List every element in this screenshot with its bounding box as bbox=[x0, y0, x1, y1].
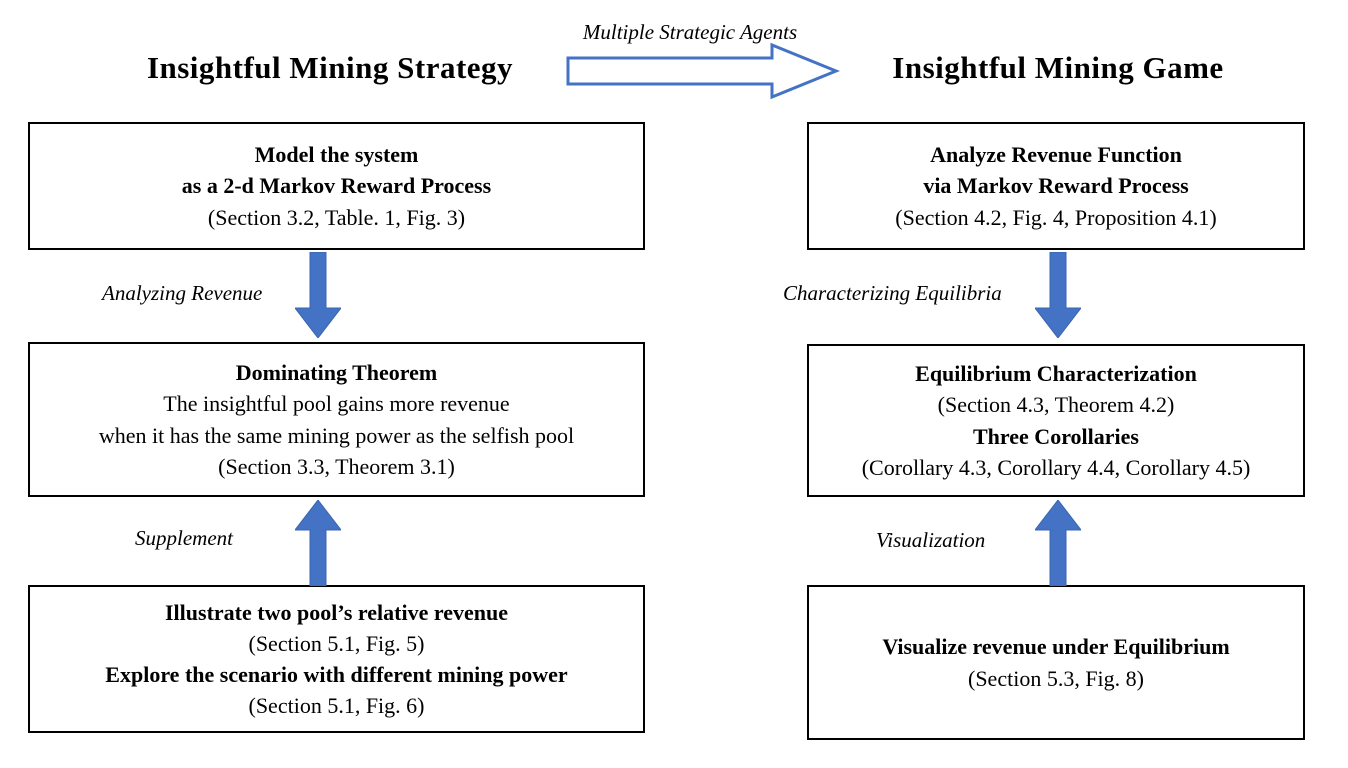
box-line: The insightful pool gains more revenue bbox=[163, 391, 510, 417]
box-line: as a 2-d Markov Reward Process bbox=[181, 173, 492, 199]
box-line: Visualize revenue under Equilibrium bbox=[882, 634, 1230, 660]
top-arrow-label: Multiple Strategic Agents bbox=[582, 20, 798, 44]
box-line: Explore the scenario with different mini… bbox=[105, 662, 568, 687]
box-line: (Corollary 4.3, Corollary 4.4, Corollary… bbox=[861, 454, 1251, 480]
box-line: Analyze Revenue Function bbox=[930, 142, 1182, 168]
box-line: (Section 4.2, Fig. 4, Proposition 4.1) bbox=[895, 204, 1217, 230]
flow-box-analyze-revenue: Analyze Revenue Function via Markov Rewar… bbox=[807, 122, 1305, 250]
box-line: Three Corollaries bbox=[973, 423, 1139, 449]
connector-label-characterizing-equilibria: Characterizing Equilibria bbox=[783, 281, 1002, 305]
left-column-title: Insightful Mining Strategy bbox=[146, 50, 514, 85]
box-line: Equilibrium Characterization bbox=[915, 361, 1197, 387]
flow-box-model-system: Model the system as a 2-d Markov Reward P… bbox=[28, 122, 645, 250]
up-arrow-icon bbox=[1035, 500, 1081, 586]
connector-label-analyzing-revenue: Analyzing Revenue bbox=[102, 281, 263, 305]
box-line: when it has the same mining power as the… bbox=[98, 422, 575, 448]
up-arrow-icon bbox=[295, 500, 341, 586]
box-line: Illustrate two pool’s relative revenue bbox=[165, 599, 508, 625]
box-line: (Section 5.1, Fig. 6) bbox=[248, 693, 425, 719]
box-line: (Section 5.1, Fig. 5) bbox=[248, 630, 425, 656]
connector-label-supplement: Supplement bbox=[135, 526, 233, 550]
down-arrow-icon bbox=[1035, 252, 1081, 338]
box-line: Model the system bbox=[254, 142, 419, 168]
flow-box-visualize-revenue: Visualize revenue under Equilibrium (Sect… bbox=[807, 585, 1305, 740]
box-line: via Markov Reward Process bbox=[923, 173, 1189, 199]
flow-box-equilibrium-characterization: Equilibrium Characterization (Section 4.3… bbox=[807, 344, 1305, 497]
box-line: (Section 5.3, Fig. 8) bbox=[968, 665, 1144, 691]
box-line: (Section 4.3, Theorem 4.2) bbox=[937, 392, 1175, 418]
right-column-title: Insightful Mining Game bbox=[892, 50, 1224, 85]
down-arrow-icon bbox=[295, 252, 341, 338]
box-line: (Section 3.2, Table. 1, Fig. 3) bbox=[207, 204, 466, 230]
box-line: Dominating Theorem bbox=[235, 360, 438, 386]
right-arrow-icon bbox=[566, 42, 840, 100]
flow-box-illustrate-revenue: Illustrate two pool’s relative revenue (S… bbox=[28, 585, 645, 733]
connector-label-visualization: Visualization bbox=[876, 528, 986, 552]
box-line: (Section 3.3, Theorem 3.1) bbox=[218, 453, 455, 479]
